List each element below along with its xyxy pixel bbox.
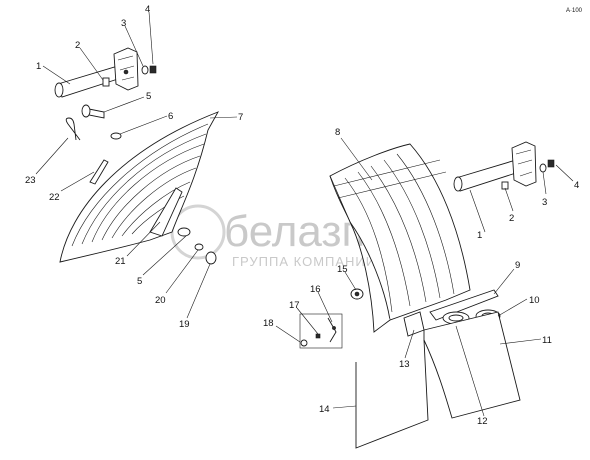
right-mudguard — [329, 143, 471, 333]
callout-21: 21 — [115, 256, 126, 267]
callout-12: 12 — [477, 416, 488, 427]
callout-20: 20 — [155, 295, 166, 306]
support-rod — [355, 339, 429, 449]
callout-23: 23 — [25, 175, 36, 186]
callout-22: 22 — [49, 192, 60, 203]
callout-13: 13 — [399, 359, 410, 370]
callout-5-middle: 5 — [137, 276, 142, 287]
callout-19: 19 — [179, 319, 190, 330]
callout-17: 17 — [289, 300, 300, 311]
small-fasteners — [299, 288, 364, 349]
callout-5-left: 5 — [146, 91, 151, 102]
callout-9: 9 — [515, 260, 520, 271]
callout-16: 16 — [310, 284, 321, 295]
left-leader-lines — [35, 11, 238, 319]
corner-mark: А·100 — [566, 8, 583, 14]
callout-3-right: 3 — [542, 197, 547, 208]
callout-10: 10 — [529, 295, 540, 306]
callout-6: 6 — [168, 111, 173, 122]
callout-11: 11 — [542, 335, 552, 346]
watermark-subtitle: ГРУППА КОМПАНИЙ — [232, 254, 376, 269]
left-mudguard — [59, 111, 219, 263]
callout-18: 18 — [263, 318, 274, 329]
callout-3-left: 3 — [121, 18, 126, 29]
right-leader-lines — [275, 137, 574, 417]
callout-8: 8 — [335, 127, 340, 138]
callout-1-right: 1 — [477, 230, 482, 241]
callout-2-right: 2 — [509, 213, 514, 224]
callout-1-left: 1 — [36, 61, 41, 72]
right-bracket-assembly — [453, 141, 555, 192]
callout-4-left: 4 — [145, 4, 150, 15]
callout-2-left: 2 — [75, 40, 80, 51]
callout-labels: 1 2 3 4 5 6 7 23 22 21 5 20 19 8 1 2 3 4… — [25, 4, 579, 427]
left-bracket-assembly — [54, 47, 157, 185]
callout-7: 7 — [238, 112, 243, 123]
rubber-flap — [423, 311, 521, 419]
callout-14: 14 — [319, 404, 330, 415]
callout-4-right: 4 — [574, 180, 579, 191]
callout-15: 15 — [337, 264, 348, 275]
